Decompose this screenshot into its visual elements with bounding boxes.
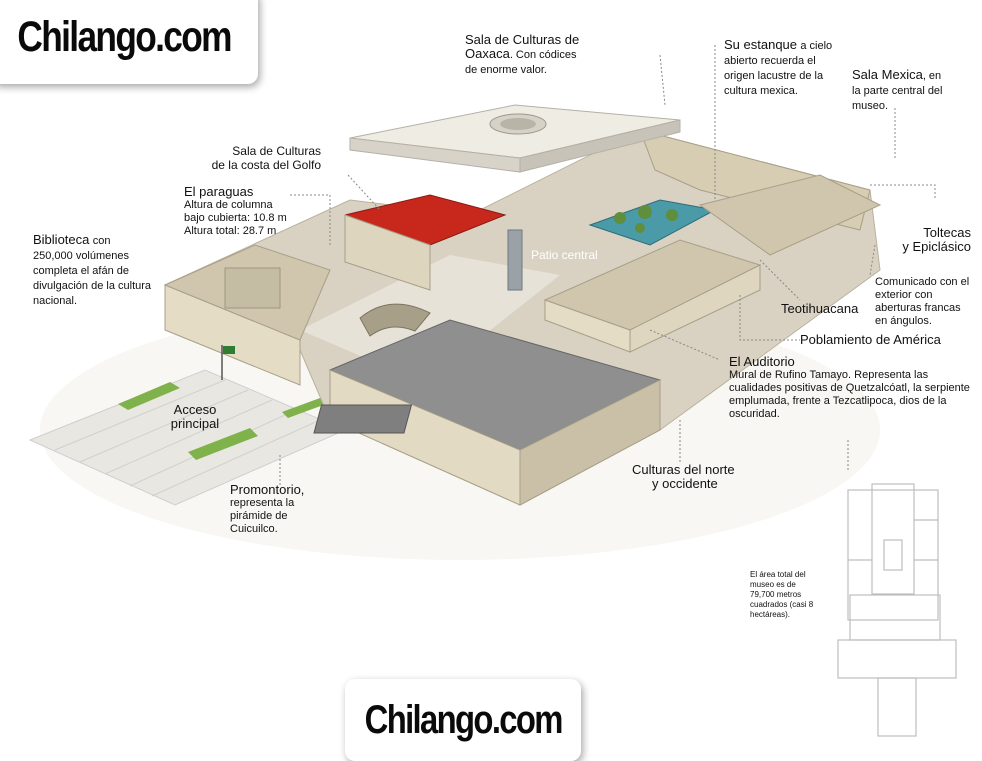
leader-teotihuacana [759,259,801,301]
promontorio [359,303,431,337]
leader-paraguas [290,194,331,245]
auditorio-side [519,379,661,506]
label-oaxaca: Sala de Culturas de Oaxaca. Con códices … [465,32,580,77]
label-toltecas-desc: Comunicado con el exterior con aberturas… [875,276,970,327]
access-path-lines [54,379,321,497]
paraguas-roof-edge-right [519,119,681,173]
garden-bed-1 [118,382,180,410]
leader-toltecas [870,184,936,200]
label-promontorio: Promontorio, representa la pirámide de C… [230,482,305,536]
label-toltecas: Toltecas y Epiclásico [902,225,971,254]
label-teotihuacana: Teotihuacana [781,301,859,316]
poblamiento-wall [629,264,761,353]
logo-text: Chilango.com [364,697,563,742]
flag [223,346,235,354]
logo-top: Chilango.com [0,0,258,84]
logo-bottom: Chilango.com [345,679,581,761]
roof-oculus-inner [500,118,536,130]
toltecas-block [698,174,882,256]
leader-toltecas-2 [869,244,876,276]
label-poblamiento: Poblamiento de América [800,332,941,347]
label-norte: Culturas del norte y occidente [632,462,735,491]
label-area: El área total del museo es de 79,700 met… [750,570,814,619]
logo-text: Chilango.com [17,12,232,61]
label-paraguas: El paraguas Altura de columna bajo cubie… [184,184,287,238]
auditorio-room [313,404,413,434]
leader-auditorio [649,329,721,361]
leader-oaxaca [659,54,666,106]
paraguas-column [507,229,523,291]
label-auditorio: El Auditorio Mural de Rufino Tamayo. Rep… [729,354,970,421]
label-patio: Patio central [531,248,598,262]
label-acceso: Acceso principal [170,402,220,431]
garden-bed-2 [188,428,258,460]
label-golfo: Sala de Culturas de la costa del Golfo [211,144,321,172]
label-biblioteca: Biblioteca con 250,000 volúmenes complet… [33,232,152,308]
label-estanque: Su estanque a cielo abierto recuerda el … [724,37,833,98]
library-room [224,267,281,309]
golfo-room-wall [344,214,431,291]
garden-bed-3 [282,398,326,418]
leader-poblamiento [739,295,800,341]
label-mexica: Sala Mexica, en la parte central del mus… [852,67,943,113]
pond-plants [614,205,678,233]
mini-floor-plan [837,483,957,737]
